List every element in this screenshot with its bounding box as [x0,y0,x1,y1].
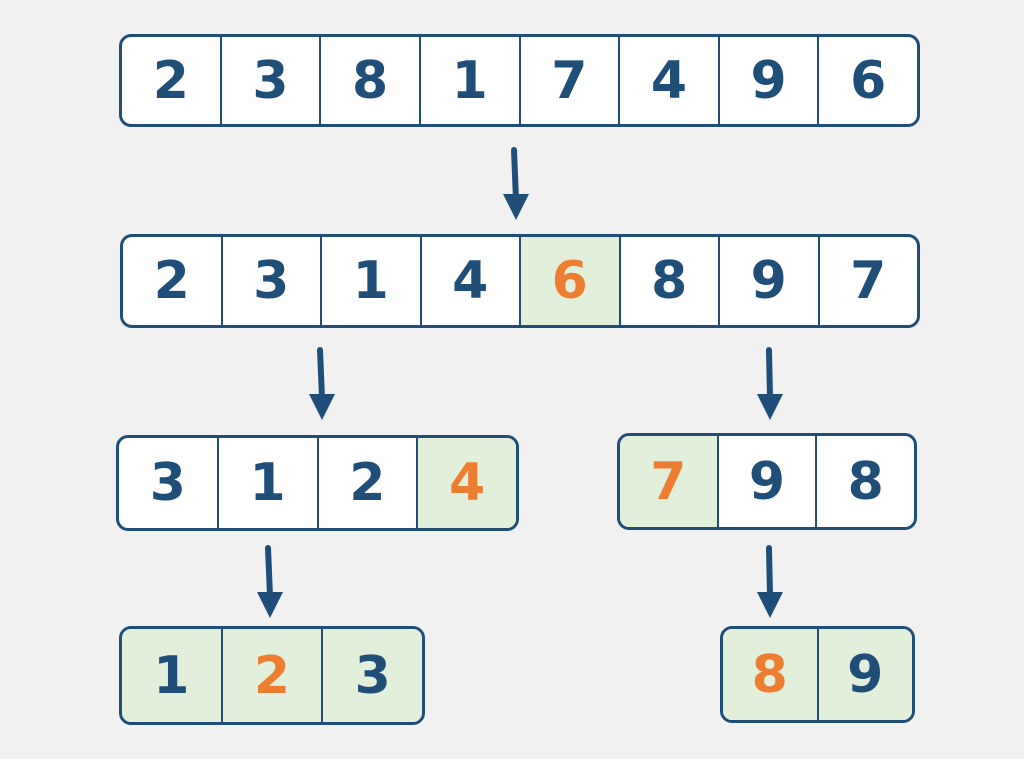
arrow-line [511,147,519,203]
left-subarray: 3 1 2 4 [116,435,519,531]
array-cell: 7 [620,436,717,527]
array-cell: 2 [153,251,190,311]
array-cell: 6 [817,37,917,124]
arrow-line [265,545,273,599]
arrow-line [317,347,325,401]
arrow-line [766,347,773,401]
array-cell: 2 [152,50,189,111]
array-cell: 9 [717,37,818,124]
array-cell: 4 [419,237,520,325]
array-cell: 7 [518,37,619,124]
array-cell: 8 [723,629,817,720]
array-cell: 6 [519,237,619,325]
array-cell: 8 [618,237,719,325]
arrow-head [503,194,529,220]
array-cell: 2 [220,629,322,722]
left-result-array: 1 2 3 [119,626,425,725]
array-cell: 4 [618,37,718,124]
array-cell: 9 [716,436,816,527]
array-cell: 1 [320,237,420,325]
array-cell: 8 [815,436,914,527]
arrow-line [766,545,773,599]
array-cell: 8 [319,37,419,124]
array-cell: 1 [122,629,221,722]
partitioned-array: 2 3 1 4 6 8 9 7 [120,234,920,328]
arrow-head [757,394,783,420]
original-array: 2 3 8 1 7 4 9 6 [119,34,920,127]
array-cell: 3 [321,629,422,722]
array-cell: 9 [816,629,912,720]
arrow-head [757,592,783,618]
array-cell: 7 [817,237,918,325]
array-cell: 2 [316,438,417,528]
right-subarray: 7 9 8 [617,433,917,530]
arrow-head [257,592,283,618]
arrow-head [309,394,335,420]
array-cell: 1 [418,37,519,124]
array-cell: 1 [216,438,317,528]
array-cell: 3 [149,453,186,513]
array-cell: 4 [416,438,516,528]
array-cell: 3 [219,37,320,124]
array-cell: 3 [220,237,321,325]
right-result-array: 8 9 [720,626,915,723]
array-cell: 9 [718,237,818,325]
